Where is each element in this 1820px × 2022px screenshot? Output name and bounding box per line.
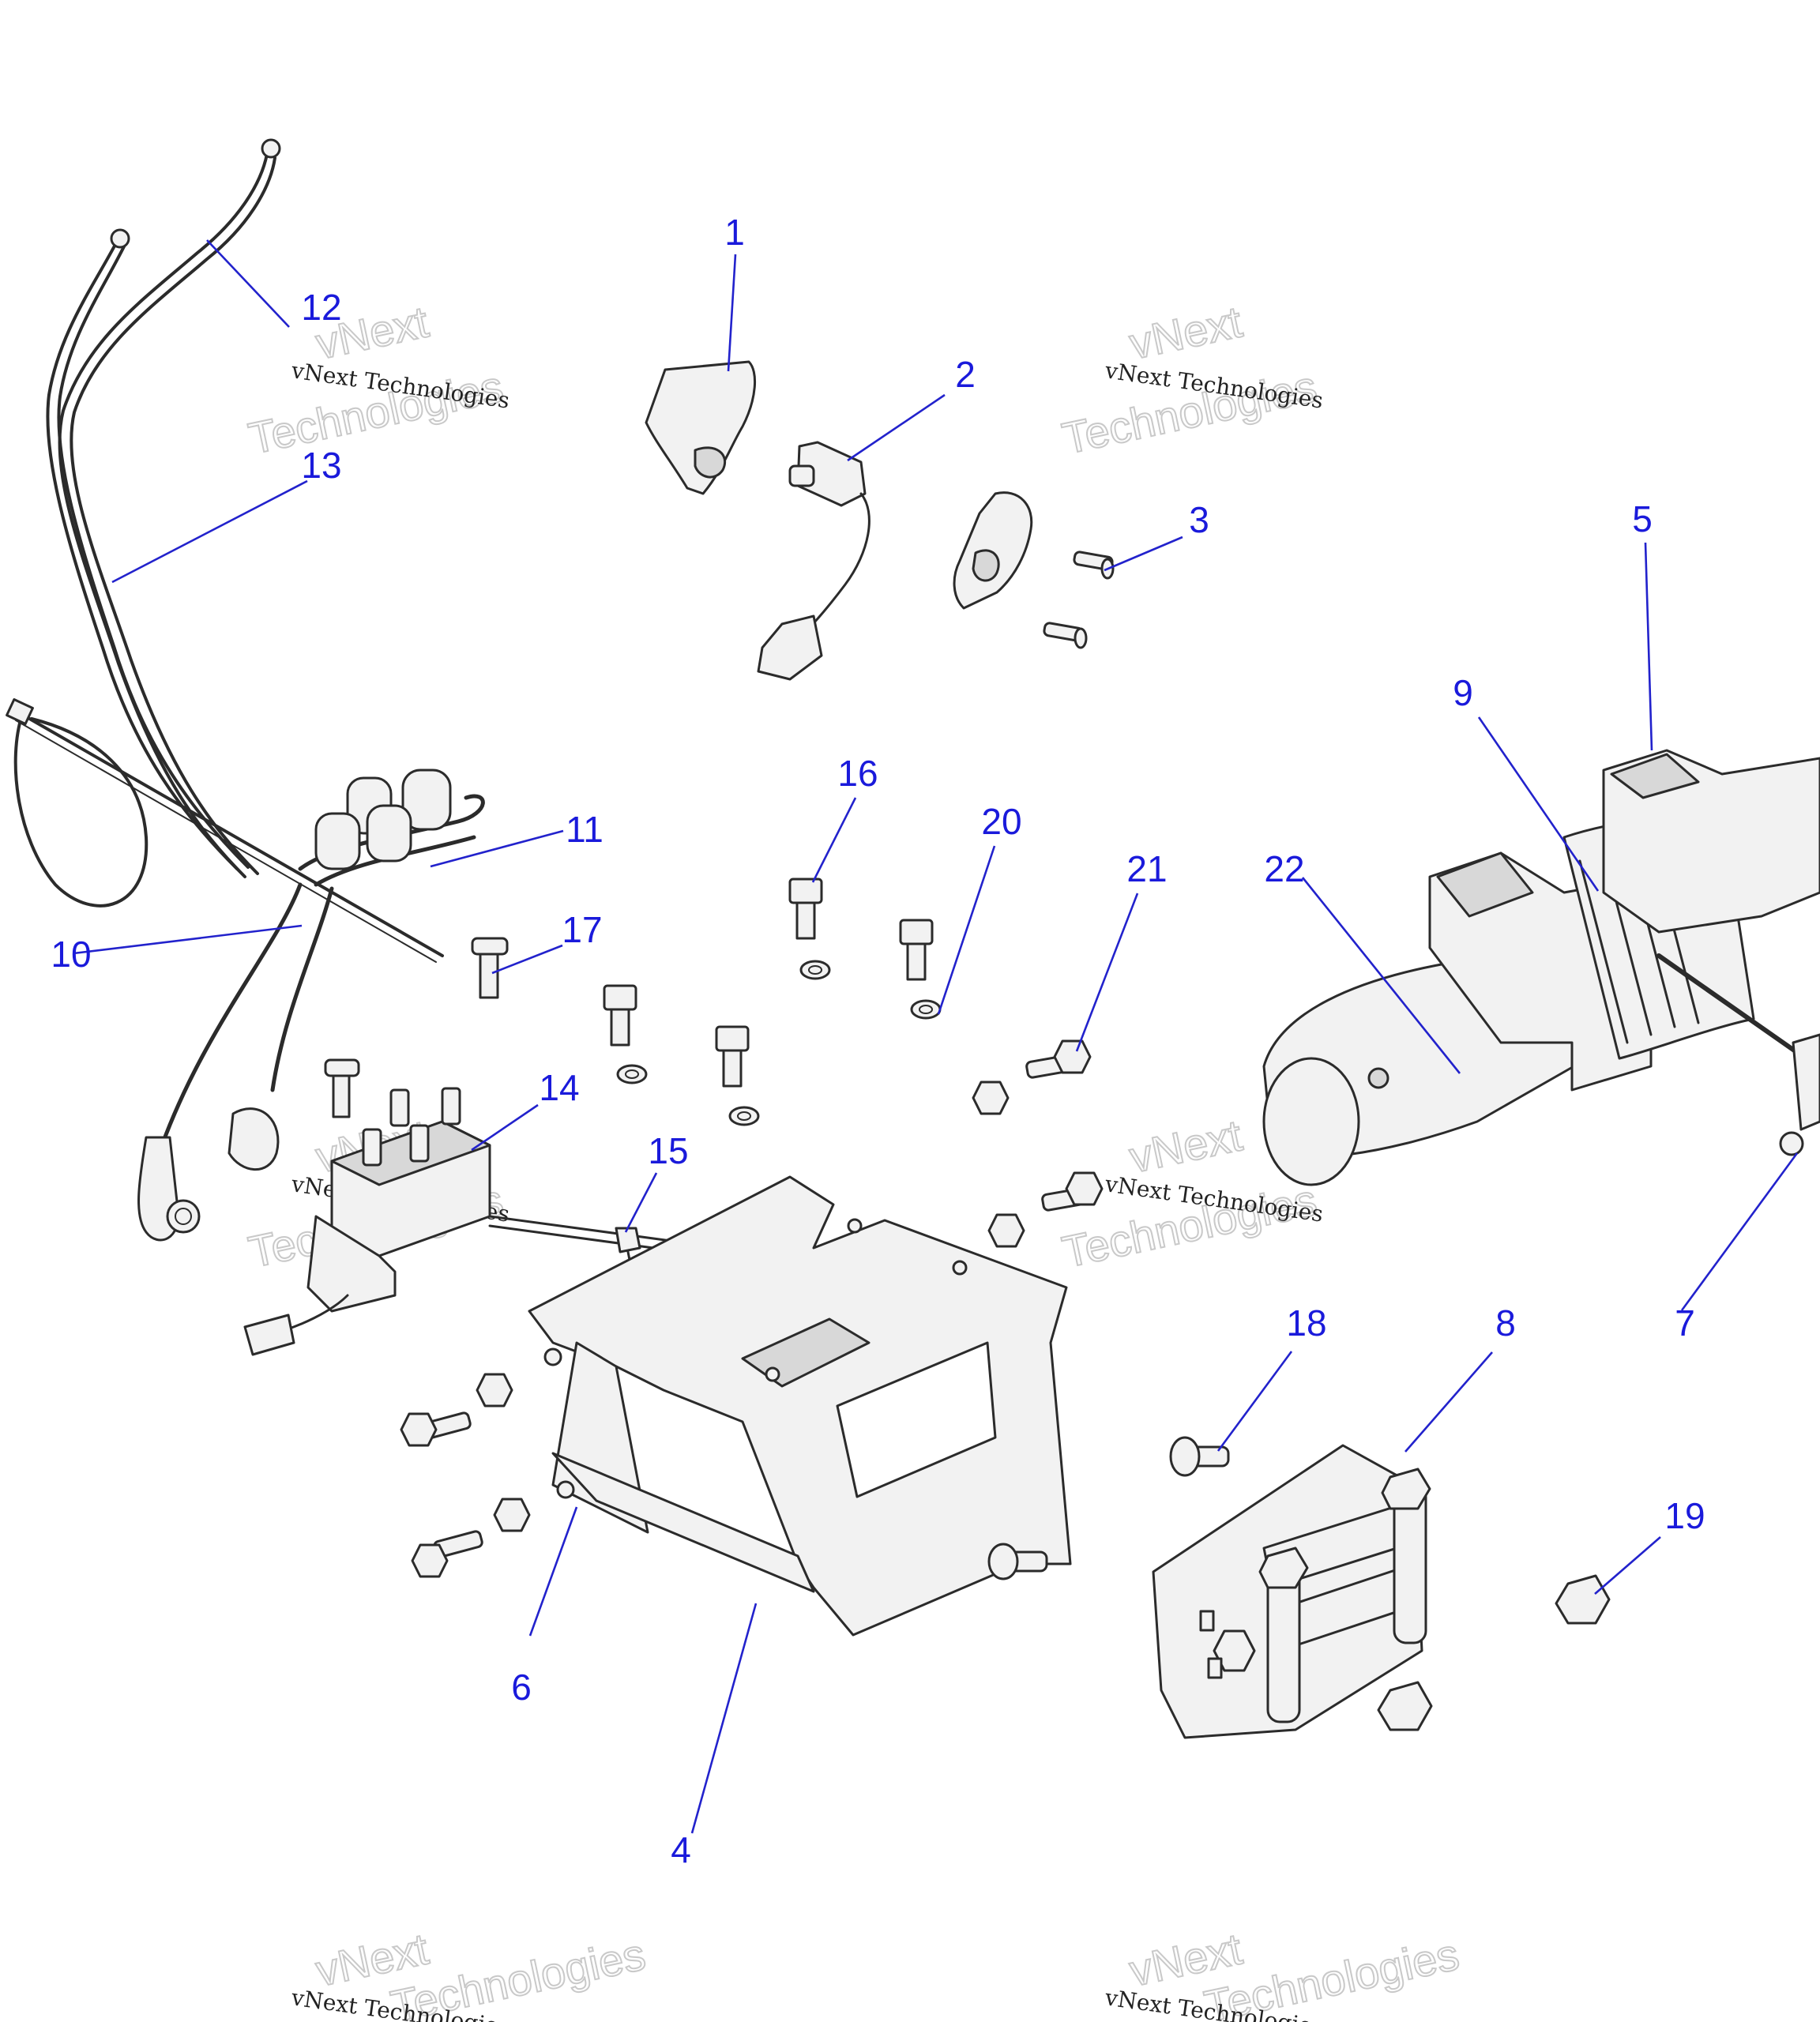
battery-cables — [46, 138, 281, 878]
callout-17: 17 — [562, 909, 602, 950]
callout-4: 4 — [671, 1829, 691, 1870]
callout-16: 16 — [837, 753, 878, 794]
callout-10: 10 — [51, 934, 91, 975]
callout-18: 18 — [1286, 1302, 1326, 1344]
cable-tie — [6, 698, 444, 963]
callout-5: 5 — [1632, 498, 1653, 539]
watermark-word-vnext: vNext — [1125, 296, 1247, 368]
callout-20: 20 — [981, 801, 1021, 842]
callout-11: 11 — [566, 809, 604, 850]
callout-19: 19 — [1664, 1495, 1705, 1536]
callout-6: 6 — [511, 1667, 532, 1708]
callout-21: 21 — [1126, 848, 1167, 889]
callout-1: 1 — [724, 212, 745, 253]
callout-7: 7 — [1675, 1302, 1695, 1344]
callout-9: 9 — [1453, 672, 1473, 713]
switch-cover-upper — [645, 360, 757, 495]
watermark-bottom-right: vNext Technologies vNext Technologies — [1103, 1922, 1464, 2022]
bolts-middle — [324, 937, 760, 1126]
roller-fairlead — [1152, 1444, 1431, 1739]
callout-22: 22 — [1264, 848, 1304, 889]
wire-harness — [137, 769, 485, 1242]
rocker-switch — [757, 441, 871, 681]
callout-13: 13 — [301, 445, 341, 486]
fairlead-fasteners — [1169, 1436, 1611, 1731]
callout-numbers: 1 2 3 4 5 6 7 8 9 10 11 12 13 14 15 16 1… — [51, 212, 1705, 1870]
bolts-upper — [788, 878, 942, 1020]
mounting-plate — [528, 1175, 1072, 1637]
callout-15: 15 — [648, 1130, 688, 1171]
callout-8: 8 — [1495, 1302, 1516, 1344]
callout-12: 12 — [301, 287, 341, 328]
side-bolts — [400, 1373, 1048, 1580]
watermark-top-right: vNext Technologies vNext Technologies — [1057, 295, 1325, 464]
callout-14: 14 — [539, 1067, 579, 1108]
callout-3: 3 — [1189, 499, 1209, 540]
leader-lines — [73, 239, 1799, 1834]
switch-cover-lower — [953, 491, 1033, 610]
callout-2: 2 — [955, 354, 976, 395]
watermark-bottom-left: vNext Technologies vNext Technologies — [289, 1922, 650, 2022]
pins — [1043, 551, 1115, 649]
watermark-word-vnext: vNext — [1125, 1110, 1247, 1182]
contactor — [243, 1087, 491, 1356]
bolts-right — [972, 1039, 1104, 1248]
winch-assembly — [1262, 749, 1820, 1186]
